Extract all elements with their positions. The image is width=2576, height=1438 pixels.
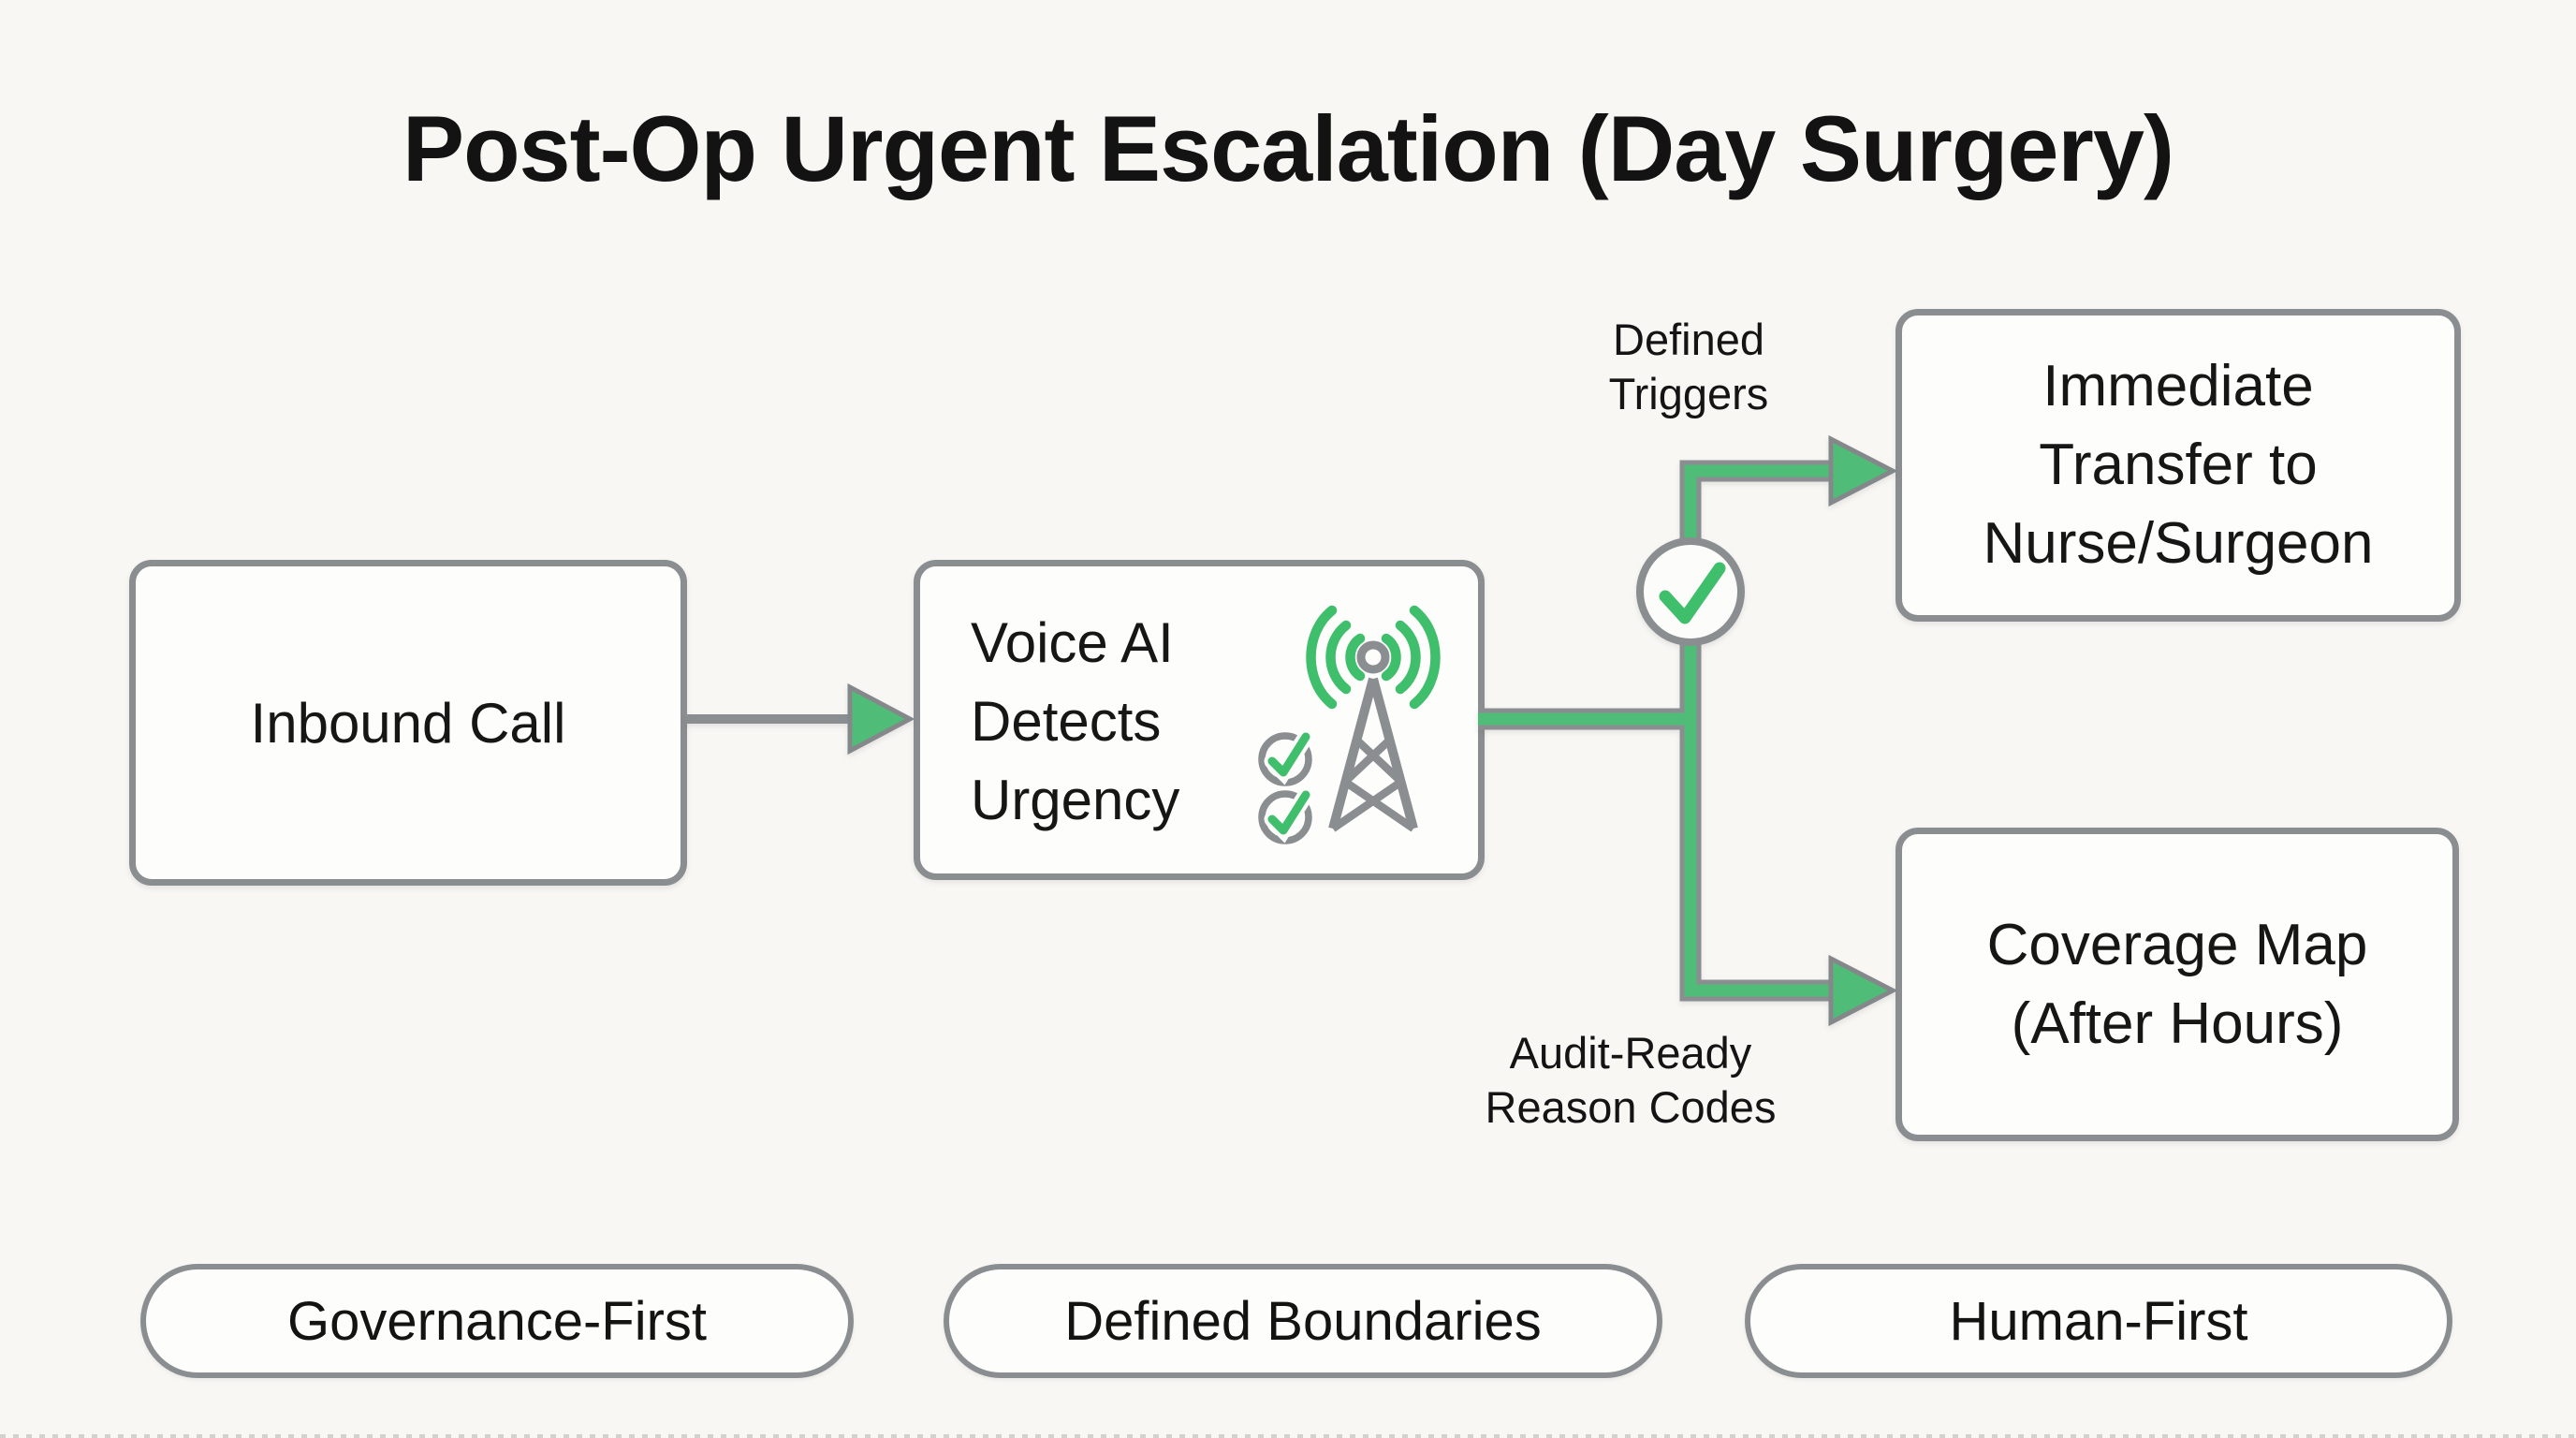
edge-label-defined-triggers: Defined Triggers [1445, 313, 1932, 421]
bottom-dotted-edge [0, 1434, 2576, 1438]
node-label-line: Detects [971, 690, 1162, 753]
node-immediate-transfer: Immediate Transfer to Nurse/Surgeon [1895, 309, 2461, 622]
page-title: Post-Op Urgent Escalation (Day Surgery) [402, 96, 2174, 200]
edge-label-line: Reason Codes [1485, 1082, 1777, 1132]
node-label: Coverage Map (After Hours) [1987, 906, 2368, 1064]
edge-label-audit-ready: Audit-Ready Reason Codes [1387, 1026, 1874, 1135]
node-label: Immediate Transfer to Nurse/Surgeon [1983, 347, 2373, 583]
node-label-line: Immediate [2042, 354, 2314, 418]
check-circle-icon [1258, 728, 1314, 786]
badge-label: Defined Boundaries [1064, 1290, 1542, 1352]
node-label-line: Coverage Map [1986, 912, 2368, 977]
signal-arcs-left [1306, 605, 1366, 710]
check-circle-icon [1258, 786, 1314, 844]
edge-label-line: Triggers [1608, 369, 1769, 418]
badge-governance-first: Governance-First [140, 1264, 854, 1378]
tower-mast [1328, 677, 1418, 830]
arrowhead-icon [1828, 434, 1898, 507]
node-label-line: Nurse/Surgeon [1983, 511, 2374, 576]
badge-human-first: Human-First [1745, 1264, 2452, 1378]
badge-defined-boundaries: Defined Boundaries [944, 1264, 1662, 1378]
signal-arcs-right [1381, 605, 1441, 710]
node-label-line: Transfer to [2039, 433, 2318, 497]
edge-label-line: Audit-Ready [1509, 1028, 1752, 1078]
node-label-line: (After Hours) [2011, 990, 2344, 1056]
node-voice-ai: Voice AI Detects Urgency [914, 560, 1485, 880]
node-label: Inbound Call [250, 691, 566, 755]
node-label-line: Voice AI [971, 611, 1174, 674]
badge-label: Governance-First [286, 1290, 708, 1352]
node-label-line: Urgency [971, 769, 1180, 831]
edge-label-line: Defined [1613, 315, 1764, 364]
arrowhead-icon [1828, 954, 1898, 1027]
escalation-pipe-core [1478, 464, 1833, 997]
arrowhead-icon [847, 682, 915, 756]
node-inbound-call: Inbound Call [129, 560, 687, 886]
node-coverage-map: Coverage Map (After Hours) [1895, 828, 2459, 1141]
decision-check-circle-icon [1636, 537, 1745, 646]
signal-tower-icon [1306, 605, 1441, 832]
badge-label: Human-First [1949, 1290, 2248, 1352]
node-label: Voice AI Detects Urgency [971, 604, 1179, 840]
tower-braces [1330, 736, 1416, 832]
tower-top-circle [1356, 640, 1390, 674]
escalation-pipe-outline [1478, 460, 1833, 1002]
